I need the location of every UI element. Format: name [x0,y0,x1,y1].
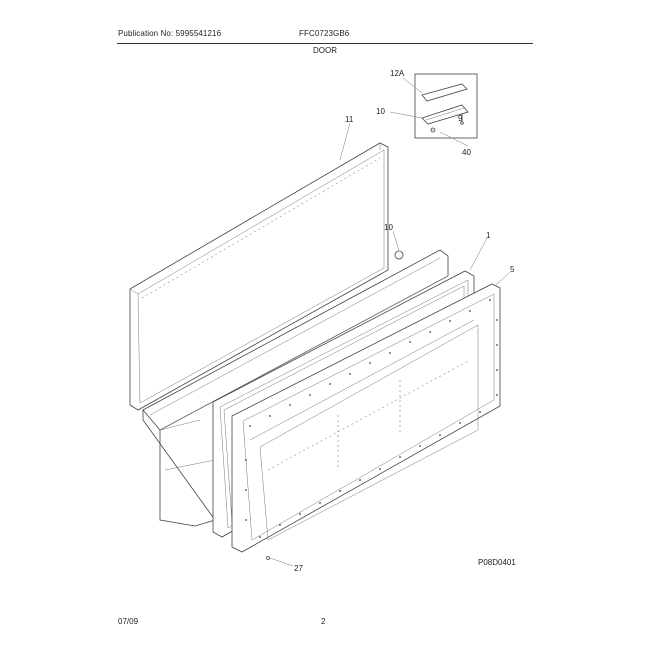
model-number: FFC0723GB6 [299,29,350,38]
footer-date: 07/09 [118,617,139,626]
callout-5: 5 [510,265,515,274]
inset-box [414,73,478,139]
callout-40: 40 [462,148,471,157]
door-panel-11 [129,142,389,411]
handle-part-12a [421,83,468,102]
screw-40 [430,127,436,133]
callout-9: 9 [458,114,463,123]
rivets [245,299,498,538]
publication-number: Publication No: 5995541216 [118,29,222,38]
plug-10 [394,250,404,260]
callout-10-plug: 10 [384,223,393,232]
inner-panel-5 [231,283,501,560]
callout-11: 11 [345,115,354,124]
footer-page-number: 2 [321,617,326,626]
figure-id: P08D0401 [478,558,516,567]
section-title: DOOR [313,46,337,55]
callout-12a: 12A [390,69,405,78]
handle-part-10 [421,104,469,125]
screw-27 [266,556,270,560]
callout-10-inset: 10 [376,107,385,116]
leader-lines [269,77,511,567]
inset-frame [414,73,478,139]
door-liner [142,249,449,527]
callout-27: 27 [294,564,303,573]
screw-9 [460,114,464,125]
header-rule [117,43,533,44]
callout-1: 1 [486,231,491,240]
